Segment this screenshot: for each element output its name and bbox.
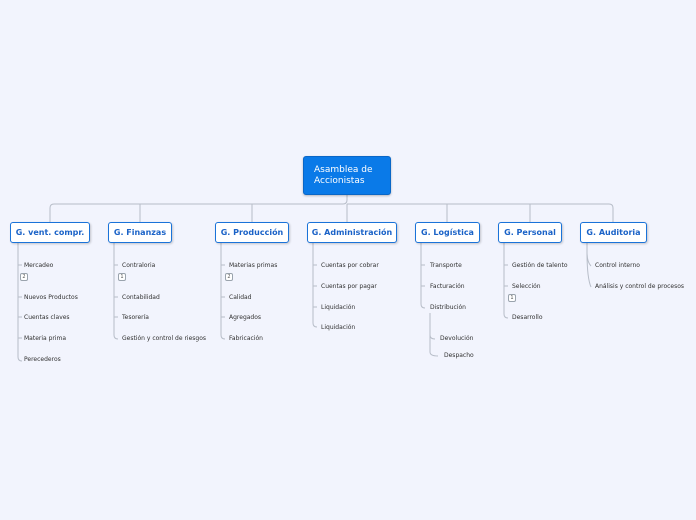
leaf-node[interactable]: Selección xyxy=(512,283,541,290)
dept-label: G. Finanzas xyxy=(113,228,167,237)
dept-label: G. Logística xyxy=(421,228,474,237)
branch-line xyxy=(503,243,509,319)
leaf-node[interactable]: Cuentas por pagar xyxy=(321,283,377,290)
root-label-line2: Accionistas xyxy=(314,176,365,186)
collapsed-count-badge[interactable]: 1 xyxy=(118,273,126,281)
dept-node-auditoria[interactable]: G. Auditoria xyxy=(580,222,647,243)
branch-line xyxy=(586,251,592,288)
leaf-node[interactable]: Gestión y control de riesgos xyxy=(122,335,206,342)
branch-line xyxy=(429,335,439,357)
leaf-node[interactable]: Análisis y control de procesos xyxy=(595,283,685,290)
dept-node-ventas[interactable]: G. vent. compr. xyxy=(10,222,90,243)
branch-line xyxy=(220,243,226,340)
collapsed-count-badge[interactable]: 2 xyxy=(20,273,28,281)
leaf-node[interactable]: Mercadeo xyxy=(24,262,54,269)
dept-label: G. vent. compr. xyxy=(15,228,85,237)
root-label-line1: Asamblea de xyxy=(314,165,373,175)
branch-line xyxy=(429,313,436,340)
leaf-node[interactable]: Nuevos Productos xyxy=(24,294,78,301)
root-connector xyxy=(347,203,614,222)
leaf-node[interactable]: Distribución xyxy=(430,304,466,311)
sub-leaf-node[interactable]: Despacho xyxy=(444,352,474,359)
leaf-node[interactable]: Transporte xyxy=(430,262,462,269)
leaf-node[interactable]: Calidad xyxy=(229,294,252,301)
collapsed-count-badge[interactable]: 2 xyxy=(225,273,233,281)
leaf-node[interactable]: Contraloria xyxy=(122,262,156,269)
leaf-node[interactable]: Cuentas claves xyxy=(24,314,70,321)
leaf-node[interactable]: Liquidación xyxy=(321,324,356,331)
leaf-node[interactable]: Desarrollo xyxy=(512,314,543,321)
leaf-node[interactable]: Contabilidad xyxy=(122,294,160,301)
dept-node-finanzas[interactable]: G. Finanzas xyxy=(108,222,172,243)
leaf-node[interactable]: Liquidación xyxy=(321,304,356,311)
leaf-node[interactable]: Fabricación xyxy=(229,335,263,342)
dept-label: G. Personal xyxy=(504,228,556,237)
leaf-node[interactable]: Cuentas por cobrar xyxy=(321,262,379,269)
dept-label: G. Auditoria xyxy=(586,228,641,237)
leaf-node[interactable]: Tesorería xyxy=(122,314,149,321)
branch-line xyxy=(113,243,119,340)
leaf-node[interactable]: Gestión de talento xyxy=(512,262,568,269)
leaf-node[interactable]: Perecederos xyxy=(24,356,61,363)
branch-line xyxy=(420,243,426,309)
dept-node-personal[interactable]: G. Personal xyxy=(498,222,562,243)
dept-node-administracion[interactable]: G. Administración xyxy=(307,222,397,243)
root-connector xyxy=(49,195,348,222)
dept-node-logistica[interactable]: G. Logística xyxy=(415,222,480,243)
leaf-node[interactable]: Materias primas xyxy=(229,262,278,269)
sub-leaf-node[interactable]: Devolución xyxy=(440,335,474,342)
dept-label: G. Producción xyxy=(220,228,284,237)
collapsed-count-badge[interactable]: 1 xyxy=(508,294,516,302)
dept-label: G. Administración xyxy=(311,228,393,237)
root-node[interactable]: Asamblea de Accionistas xyxy=(303,156,391,195)
leaf-node[interactable]: Control interno xyxy=(595,262,640,269)
leaf-node[interactable]: Facturación xyxy=(430,283,465,290)
dept-node-produccion[interactable]: G. Producción xyxy=(215,222,289,243)
branch-line xyxy=(17,243,23,362)
leaf-node[interactable]: Materia prima xyxy=(24,335,67,342)
branch-line xyxy=(312,243,318,328)
leaf-node[interactable]: Agregados xyxy=(229,314,262,321)
